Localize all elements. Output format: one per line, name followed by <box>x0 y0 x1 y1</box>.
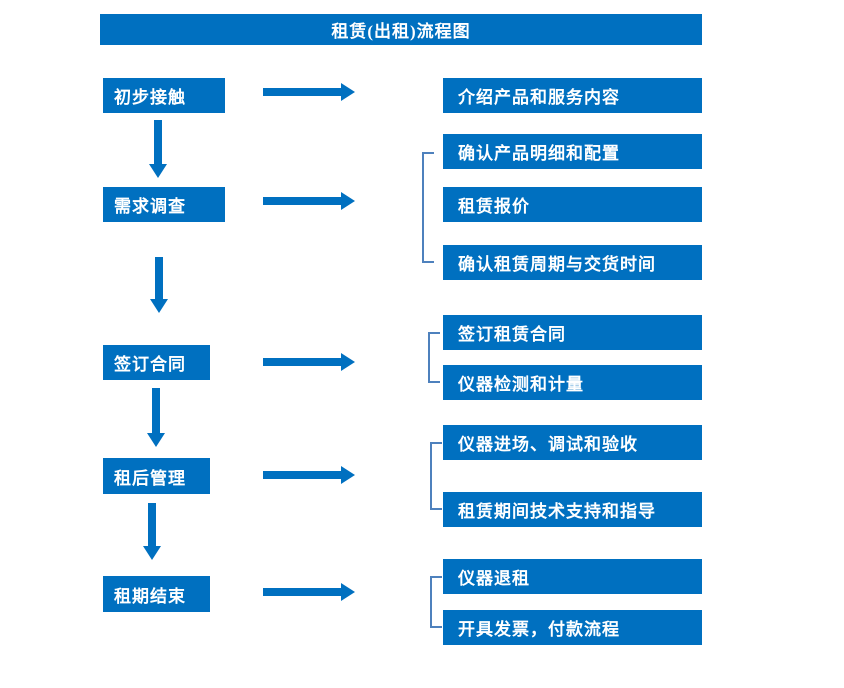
bracket-group-4 <box>430 442 442 510</box>
detail-box-2-2: 租赁报价 <box>443 187 702 222</box>
flowchart-title: 租赁(出租)流程图 <box>100 14 702 45</box>
bracket-group-5 <box>430 576 442 628</box>
arrow-right-icon-2 <box>263 192 355 210</box>
detail-box-2-3: 确认租赁周期与交货时间 <box>443 245 702 280</box>
detail-box-1-1: 介绍产品和服务内容 <box>443 78 702 113</box>
stage-box-3: 签订合同 <box>103 345 210 380</box>
stage-box-5: 租期结束 <box>103 576 210 612</box>
detail-box-5-2: 开具发票，付款流程 <box>443 610 702 645</box>
arrow-down-icon-4 <box>143 503 161 560</box>
arrow-right-icon-3 <box>263 353 355 371</box>
detail-box-4-2: 租赁期间技术支持和指导 <box>443 492 702 527</box>
detail-box-2-1: 确认产品明细和配置 <box>443 134 702 169</box>
stage-box-1: 初步接触 <box>103 78 225 113</box>
arrow-right-icon-1 <box>263 83 355 101</box>
detail-box-3-2: 仪器检测和计量 <box>443 365 702 400</box>
arrow-down-icon-1 <box>149 120 167 178</box>
detail-box-3-1: 签订租赁合同 <box>443 315 702 350</box>
detail-box-4-1: 仪器进场、调试和验收 <box>443 425 702 460</box>
arrow-down-icon-2 <box>150 257 168 313</box>
bracket-group-2 <box>422 152 434 263</box>
stage-box-4: 租后管理 <box>103 458 210 494</box>
arrow-right-icon-5 <box>263 583 355 601</box>
detail-box-5-1: 仪器退租 <box>443 559 702 594</box>
bracket-group-3 <box>428 332 440 383</box>
arrow-right-icon-4 <box>263 466 355 484</box>
arrow-down-icon-3 <box>147 388 165 447</box>
stage-box-2: 需求调查 <box>103 187 225 222</box>
